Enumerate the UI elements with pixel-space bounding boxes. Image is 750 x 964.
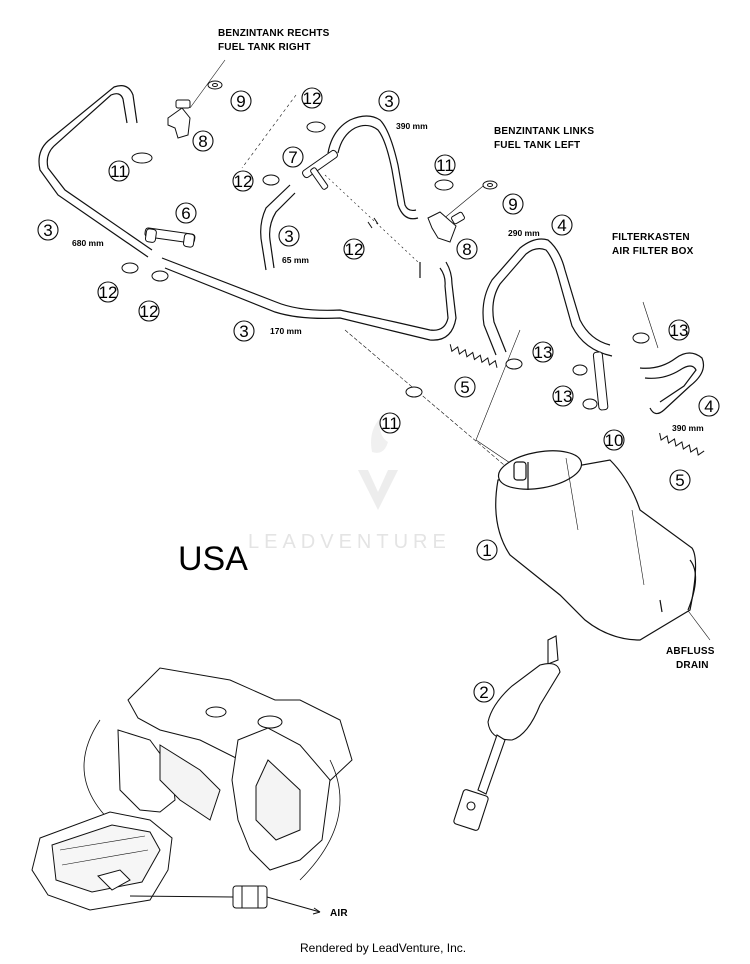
callout-5: 5 bbox=[675, 471, 684, 490]
callout-5: 5 bbox=[460, 378, 469, 397]
dim-170: 170 mm bbox=[270, 326, 302, 336]
callout-9: 9 bbox=[508, 195, 517, 214]
elbow-fitting-8-left bbox=[167, 99, 191, 139]
callout-8: 8 bbox=[462, 240, 471, 259]
dim-390-right: 390 mm bbox=[672, 423, 704, 433]
footer-credit: Rendered by LeadVenture, Inc. bbox=[300, 941, 466, 955]
elbow-fitting-8-right bbox=[427, 211, 465, 243]
engine-tank-sketch bbox=[83, 667, 353, 881]
callout-3: 3 bbox=[43, 221, 52, 240]
label-filter-box-en: AIR FILTER BOX bbox=[612, 246, 694, 257]
label-tank-left-de: BENZINTANK LINKS bbox=[494, 126, 594, 137]
callout-6: 6 bbox=[181, 204, 190, 223]
airbox-sketch bbox=[31, 811, 173, 911]
callout-9: 9 bbox=[236, 92, 245, 111]
hose-clamps bbox=[121, 121, 650, 410]
callout-circles bbox=[37, 87, 720, 703]
callout-12: 12 bbox=[140, 302, 159, 321]
label-filter-box-de: FILTERKASTEN bbox=[612, 232, 690, 243]
callout-12: 12 bbox=[345, 240, 364, 259]
callout-13: 13 bbox=[554, 387, 573, 406]
dim-680: 680 mm bbox=[72, 238, 104, 248]
callout-8: 8 bbox=[198, 132, 207, 151]
dim-65: 65 mm bbox=[282, 255, 309, 265]
canister-small bbox=[129, 885, 321, 915]
label-drain-de: ABFLUSS bbox=[666, 646, 715, 657]
callout-11: 11 bbox=[110, 162, 128, 181]
label-tank-right-de: BENZINTANK RECHTS bbox=[218, 28, 330, 39]
drain-bottle-2 bbox=[453, 635, 561, 831]
springs-5 bbox=[449, 344, 705, 456]
callout-1: 1 bbox=[482, 541, 491, 560]
callout-3: 3 bbox=[239, 322, 248, 341]
connector-pipe-6 bbox=[144, 227, 196, 248]
callout-11: 11 bbox=[381, 414, 399, 433]
hose-3-top bbox=[327, 115, 417, 212]
callout-4: 4 bbox=[557, 216, 566, 235]
callout-13: 13 bbox=[670, 321, 689, 340]
label-tank-right-en: FUEL TANK RIGHT bbox=[218, 42, 311, 53]
callout-10: 10 bbox=[605, 431, 624, 450]
callout-12: 12 bbox=[234, 172, 253, 191]
hose-4-right bbox=[639, 352, 705, 415]
label-drain-en: DRAIN bbox=[676, 660, 709, 671]
callout-3: 3 bbox=[284, 227, 293, 246]
region-label: USA bbox=[178, 540, 248, 578]
callout-13: 13 bbox=[534, 343, 553, 362]
charcoal-canister-1 bbox=[495, 450, 697, 641]
callout-7: 7 bbox=[288, 148, 297, 167]
watermark-logo bbox=[358, 418, 398, 510]
tee-fitting-7 bbox=[302, 149, 338, 190]
clip-12-line bbox=[367, 217, 379, 229]
dim-390-top: 390 mm bbox=[396, 121, 428, 131]
washers-9 bbox=[207, 80, 498, 190]
hose-3-bottom bbox=[161, 257, 449, 331]
pipe-10 bbox=[592, 351, 609, 411]
hose-4-top bbox=[482, 238, 611, 356]
hose-3-short bbox=[269, 192, 296, 269]
callout-2: 2 bbox=[479, 683, 488, 702]
dim-290: 290 mm bbox=[508, 228, 540, 238]
watermark-text: LEADVENTURE bbox=[248, 531, 451, 553]
callout-11: 11 bbox=[436, 156, 454, 175]
callout-3: 3 bbox=[384, 92, 393, 111]
hoses bbox=[38, 59, 711, 641]
label-tank-left-en: FUEL TANK LEFT bbox=[494, 140, 580, 151]
callout-12: 12 bbox=[99, 283, 118, 302]
label-air: AIR bbox=[330, 908, 348, 919]
callout-numbers: 9 8 11 3 6 12 12 12 3 7 12 3 12 3 11 9 8… bbox=[43, 89, 713, 702]
callout-12: 12 bbox=[303, 89, 322, 108]
hose-3-left bbox=[38, 85, 149, 258]
callout-4: 4 bbox=[704, 397, 713, 416]
